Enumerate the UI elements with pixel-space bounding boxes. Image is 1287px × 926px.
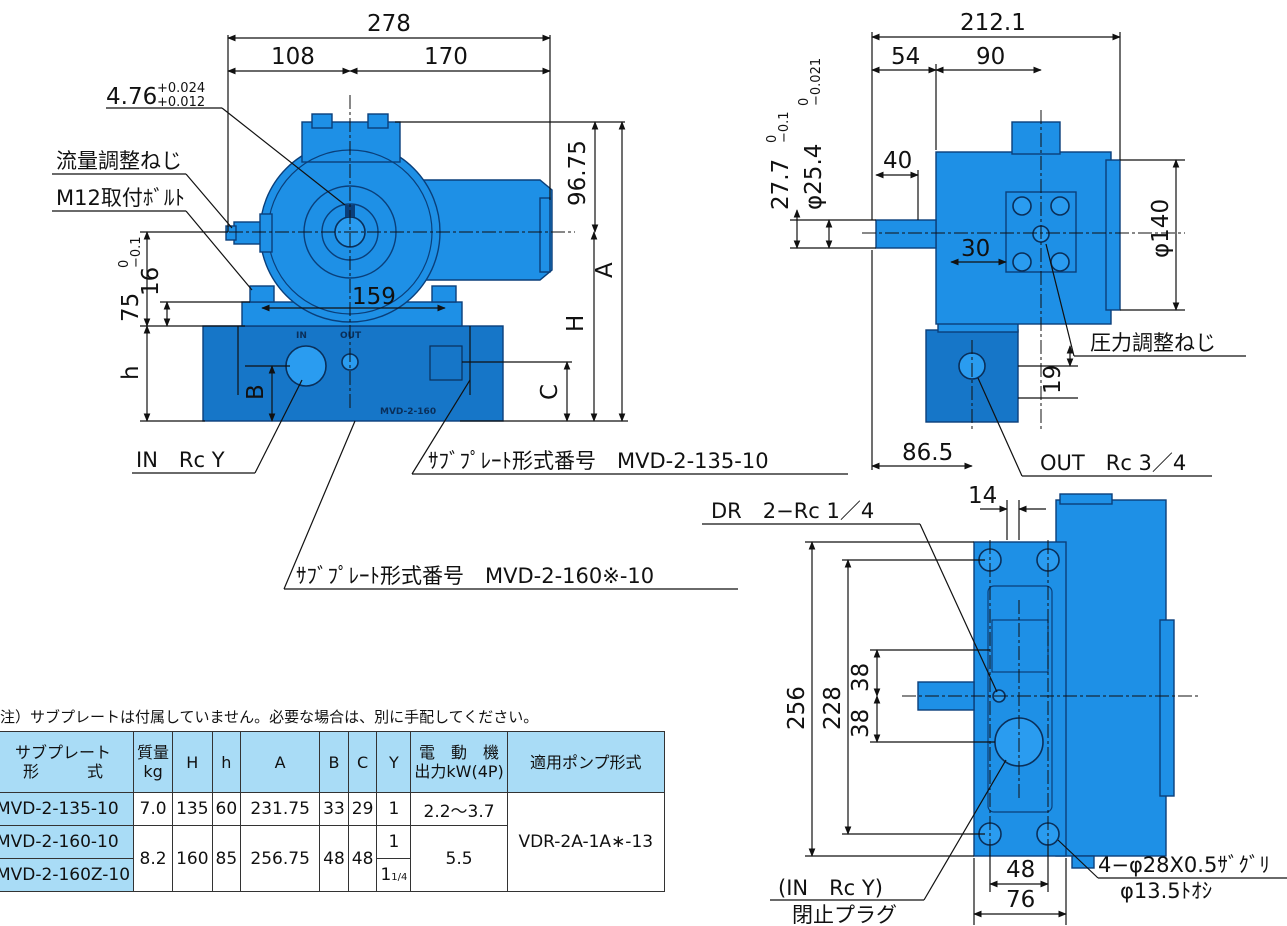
label-in-port: IN Rc Y — [136, 448, 225, 472]
stamp-plate: MVD-2-160 — [380, 407, 436, 417]
stamp-out: OUT — [340, 331, 362, 341]
dim-54: 54 — [891, 44, 920, 70]
in-port-hole — [285, 345, 327, 387]
front-view: IN OUT MVD-2-160 278 108 170 4.76 +0.024… — [52, 11, 848, 590]
dim-256: 256 — [784, 686, 810, 730]
cell-Y: 1 — [376, 825, 412, 859]
label-mount-bolt: M12取付ﾎﾞﾙﾄ — [56, 186, 185, 210]
subplate-note: 注）サブプレートは付属していません。必要な場合は、別に手配してください。 — [0, 708, 539, 726]
cell-model: MVD-2-160-10 — [0, 825, 135, 859]
th-pump: 適用ポンプ形式 — [506, 731, 665, 793]
dim-h: h — [118, 365, 144, 380]
dim-B: B — [243, 384, 269, 400]
cell-H: 160 — [172, 825, 213, 892]
cell-B: 33 — [319, 792, 349, 826]
dim-86-5: 86.5 — [902, 440, 953, 466]
side-view: 212.1 54 90 40 30 27.7 0 −0.1 φ25.4 0 −0… — [765, 10, 1246, 477]
dim-76: 76 — [1006, 887, 1035, 913]
svg-text:+0.012: +0.012 — [157, 95, 205, 110]
dim-25-4: φ25.4 — [801, 144, 827, 210]
th-C: C — [347, 731, 378, 793]
dim-159: 159 — [352, 284, 396, 310]
dim-key-width: 4.76 — [106, 84, 157, 110]
dim-278: 278 — [367, 11, 411, 37]
dim-40: 40 — [883, 148, 912, 174]
dim-96-75: 96.75 — [565, 140, 591, 206]
label-plug-name: 閉止プラグ — [792, 903, 897, 926]
svg-text:−0.1: −0.1 — [777, 111, 792, 143]
dim-38-upper: 38 — [848, 663, 874, 692]
label-counterbore: 4−φ28X0.5ｻﾞｸﾞﾘ — [1098, 853, 1270, 877]
cell-motor: 2.2〜3.7 — [410, 792, 508, 826]
cell-A: 231.75 — [240, 792, 321, 826]
svg-text:0: 0 — [765, 135, 780, 143]
dim-108: 108 — [271, 44, 315, 70]
table-row: MVD-2-160Z-10 11/4 — [0, 858, 664, 892]
cell-B: 48 — [319, 825, 349, 892]
dim-212-1: 212.1 — [960, 10, 1026, 36]
cell-mass: 8.2 — [133, 825, 174, 892]
th-H: H — [172, 731, 213, 793]
cell-H: 135 — [172, 792, 213, 826]
cell-mass: 7.0 — [133, 792, 174, 826]
dim-H: H — [563, 315, 589, 332]
dim-27-7: 27.7 — [768, 159, 794, 210]
shaft — [875, 219, 937, 249]
cell-Y: 1 — [376, 792, 412, 826]
stamp-in: IN — [296, 331, 307, 341]
svg-text:+0.024: +0.024 — [157, 81, 205, 96]
label-subplate-160: ｻﾌﾞﾌﾟﾚｰﾄ形式番号 MVD-2-160※-10 — [296, 564, 654, 588]
label-flow-adjust-screw: 流量調整ねじ — [56, 149, 182, 173]
th-B: B — [319, 731, 349, 793]
cell-C: 48 — [347, 825, 378, 892]
dim-90: 90 — [976, 44, 1005, 70]
label-out-port: OUT Rc 3／4 — [1040, 451, 1186, 475]
th-A: A — [240, 731, 321, 793]
label-plug-port: (IN Rc Y) — [778, 876, 883, 900]
label-drain-port: DR 2−Rc 1／4 — [711, 499, 874, 523]
dim-14: 14 — [968, 483, 997, 509]
dim-19: 19 — [1040, 365, 1066, 394]
label-subplate-135: ｻﾌﾞﾌﾟﾚｰﾄ形式番号 MVD-2-135-10 — [428, 449, 769, 473]
cell-A: 256.75 — [240, 825, 321, 892]
th-h: h — [211, 731, 242, 793]
cell-motor: 5.5 — [410, 825, 508, 892]
dim-phi140: φ140 — [1148, 199, 1174, 258]
dim-38-lower: 38 — [848, 709, 874, 738]
dim-16: 16 — [138, 267, 164, 296]
svg-text:0: 0 — [797, 98, 812, 106]
cell-Y: 11/4 — [376, 858, 412, 892]
dim-170: 170 — [424, 44, 468, 70]
dim-228: 228 — [820, 686, 846, 730]
label-through-hole: φ13.5ﾄｵｼ — [1120, 879, 1212, 903]
label-pressure-adjust-screw: 圧力調整ねじ — [1090, 331, 1216, 355]
dim-30: 30 — [961, 236, 990, 262]
svg-text:0: 0 — [117, 260, 132, 268]
th-motor: 電 動 機出力kW(4P) — [410, 731, 508, 793]
dim-48: 48 — [1006, 857, 1035, 883]
dim-75: 75 — [118, 293, 144, 322]
bottom-view: 14 256 228 38 38 48 76 DR 2−Rc 1／4 4−φ28… — [702, 483, 1287, 926]
th-Y: Y — [376, 731, 412, 793]
dim-A: A — [592, 262, 618, 278]
dim-C: C — [537, 384, 563, 400]
cell-model: MVD-2-135-10 — [0, 792, 135, 826]
table-row: MVD-2-135-10 7.0 135 60 231.75 33 29 1 2… — [0, 792, 665, 892]
svg-text:−0.021: −0.021 — [809, 58, 824, 106]
cell-pump: VDR-2A-1A∗-13 — [506, 792, 665, 892]
cell-C: 29 — [347, 792, 378, 826]
cell-h: 60 — [211, 792, 242, 826]
cell-model: MVD-2-160Z-10 — [0, 858, 135, 892]
cell-h: 85 — [211, 825, 242, 892]
svg-text:−0.1: −0.1 — [129, 236, 144, 268]
th-subplate: サブプレート形 式 — [0, 731, 135, 793]
